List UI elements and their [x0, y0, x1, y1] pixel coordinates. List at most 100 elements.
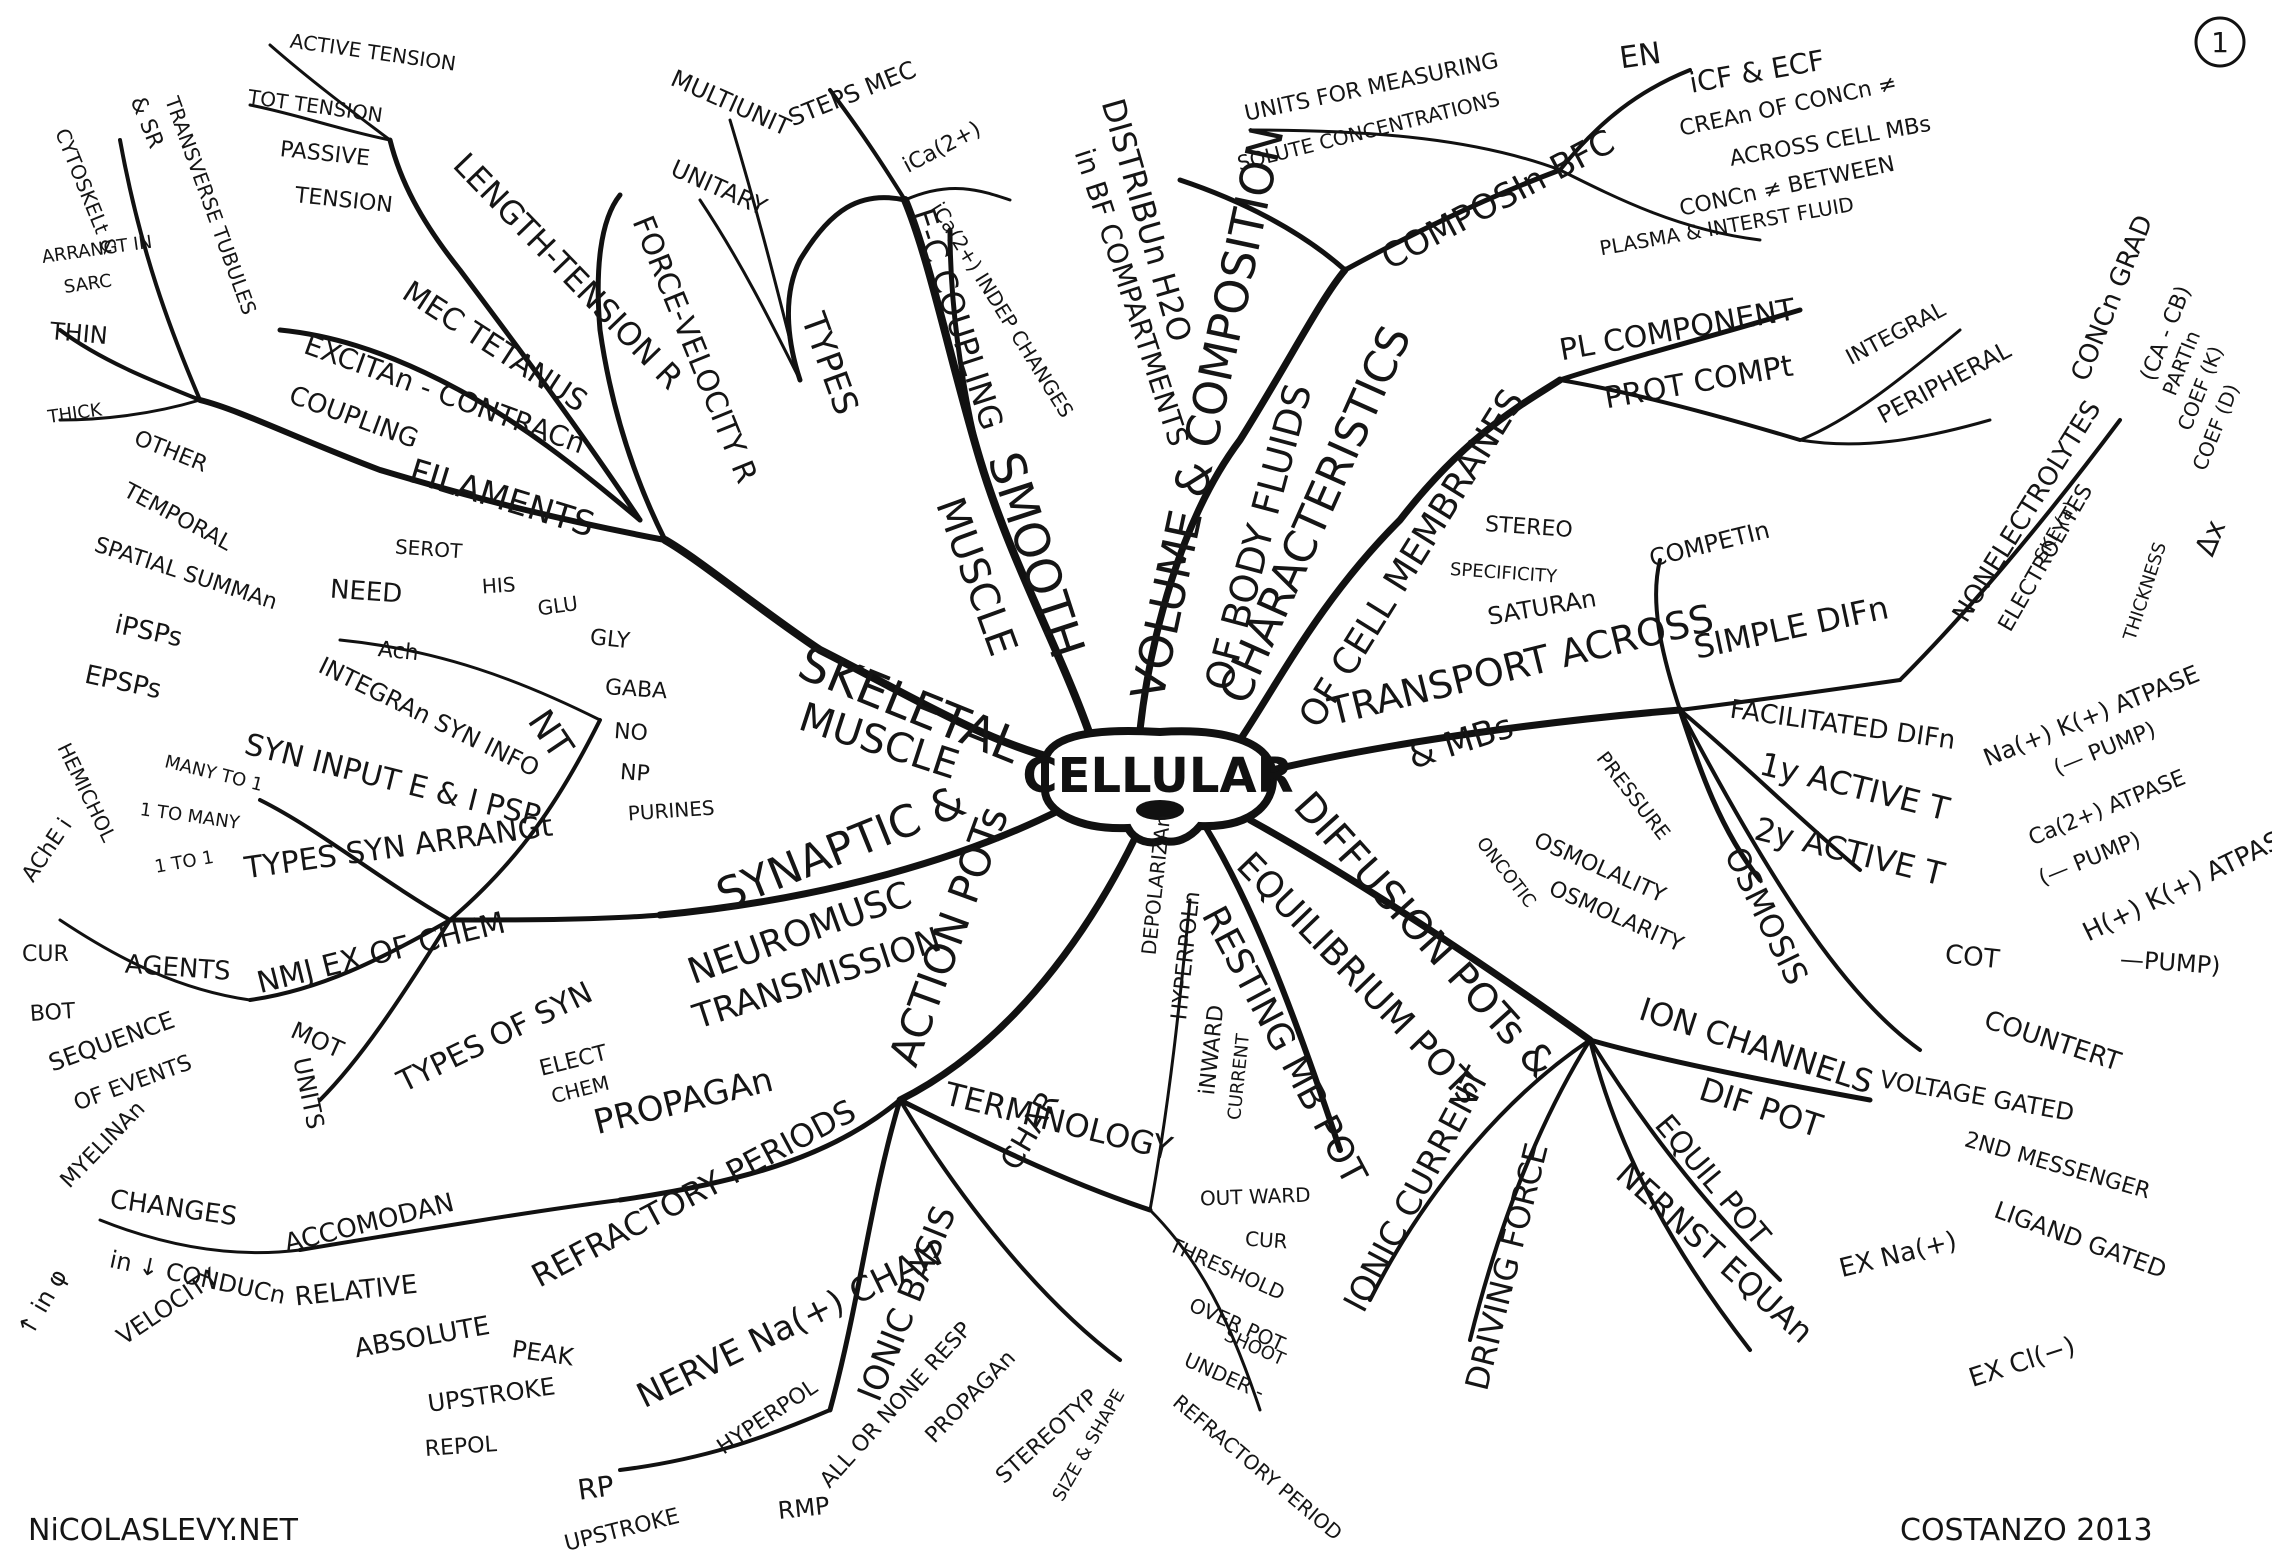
mind-map-branch	[1678, 678, 1902, 712]
label-spatial-summation: SPATIAL SUMMAn	[91, 533, 280, 616]
footer-website: NiCOLASLEVY.NET	[28, 1513, 299, 1548]
label-upstroke: UPSTROKE	[426, 1372, 557, 1418]
label-simple-diffusion: SIMPLE DIFn	[1691, 588, 1892, 666]
mind-map-branch	[947, 227, 983, 463]
page-number-circle	[2194, 16, 2246, 68]
mind-map-branch	[447, 912, 663, 923]
mind-map-branch	[896, 834, 1139, 1104]
mind-map-branch	[338, 638, 602, 722]
label-thickness: THICKNESS	[2119, 540, 2171, 644]
label-motor: MOT	[287, 1016, 348, 1064]
mind-map-branch	[1678, 708, 1862, 872]
label-stereo: STEREO	[1484, 512, 1573, 543]
label-glycine: GLY	[589, 625, 632, 654]
mind-map-branch	[1588, 1038, 1782, 1282]
label-integral: INTEGRAL	[1842, 297, 1951, 371]
mind-map-branch	[1898, 418, 2122, 682]
label-ache-inhibitors: AChE i	[17, 814, 77, 887]
label-outward-cur: CUR	[1244, 1227, 1288, 1254]
label-curare: CUR	[22, 942, 69, 967]
label-tension: TENSION	[293, 183, 394, 218]
label-serotonin: SEROT	[394, 535, 463, 564]
mind-map-branch	[1654, 558, 1682, 712]
label-en: EN	[1617, 36, 1663, 76]
mind-map-branch	[248, 103, 392, 142]
mind-map-branch	[698, 198, 802, 382]
label-hyperpol: HYPERPOL	[713, 1374, 823, 1460]
label-rp: RP	[575, 1469, 616, 1507]
label-one-to-one: 1 TO 1	[153, 847, 215, 878]
label-ica: iCa(2+)	[899, 117, 985, 179]
label-delta-x: Δx	[2188, 515, 2232, 560]
label-thick: THICK	[45, 399, 104, 428]
label-outward: OUT WARD	[1200, 1183, 1311, 1211]
mind-map-branch	[98, 1218, 302, 1255]
mind-map-branch	[448, 718, 602, 922]
label-glutamate: GLU	[536, 591, 579, 620]
mind-map-branch	[387, 137, 643, 523]
label-changes: CHANGES	[108, 1185, 239, 1233]
label-second-messenger: 2ND MESSENGER	[1962, 1128, 2153, 1205]
mind-map-branch	[728, 118, 802, 382]
label-nmj-example: NMJ EX OF CHEM	[254, 905, 509, 1001]
center-node-label: CELLULAR	[1022, 748, 1293, 804]
mind-map-branch	[618, 1408, 832, 1472]
mind-map-branch	[898, 1098, 1122, 1362]
mind-map-branch	[277, 327, 643, 523]
label-types: TYPES	[792, 307, 866, 420]
label-neuropeptides: NP	[619, 760, 650, 787]
mind-map-branch	[1588, 1038, 1752, 1352]
label-terminology: TERMINOLOGY	[940, 1074, 1176, 1168]
label-other: OTHER	[131, 426, 211, 478]
mind-map-branch	[58, 398, 202, 422]
mind-map-branch	[248, 918, 452, 1002]
label-relative: RELATIVE	[293, 1270, 419, 1313]
label-specificity: SPECIFICITY	[1449, 559, 1558, 587]
label-repol: REPOL	[424, 1432, 498, 1462]
label-competition: COMPETIn	[1646, 516, 1772, 573]
label-myelination: MYELINAn	[56, 1096, 151, 1193]
label-increase-phi: ↑ in φ	[12, 1264, 73, 1341]
mind-map-branches	[58, 43, 2122, 1472]
mind-map-branch	[1558, 378, 1802, 442]
label-accommodation: ACCOMODAN	[281, 1188, 457, 1259]
label-excess-cl: EX Cl(−)	[1965, 1331, 2079, 1394]
mind-map-branch	[903, 187, 1012, 202]
mind-map-branch	[1136, 266, 1349, 734]
mind-map-branch	[1557, 307, 1803, 383]
mind-map-branch	[897, 1097, 1153, 1213]
mind-map-branch	[1558, 168, 1762, 242]
center-nucleus	[1136, 800, 1184, 820]
label-refractory-period: REFRACTORY PERIOD	[1168, 1390, 1347, 1545]
mind-map-branch	[595, 192, 668, 543]
label-pump-3: —PUMP)	[2119, 945, 2221, 980]
mind-map-branch	[1587, 1037, 1873, 1103]
label-one-to-many: 1 TO MANY	[139, 799, 242, 834]
label-excess-na: EX Na(+)	[1836, 1226, 1960, 1284]
label-thin: THIN	[48, 317, 109, 350]
mind-map-branch	[1468, 1038, 1592, 1342]
label-propagation: PROPAGAn	[590, 1060, 777, 1143]
label-units: UNITS	[287, 1055, 329, 1132]
mind-map-branch	[318, 918, 452, 1102]
label-ion-channels: ION CHANNELS	[1635, 990, 1878, 1101]
mind-map-branch	[1342, 167, 1563, 273]
label-inward: iNWARD	[1195, 1004, 1229, 1097]
label-rmp: RMP	[776, 1492, 831, 1525]
mind-map-branch	[1798, 328, 1962, 442]
page-number: 1	[2211, 26, 2229, 59]
label-ipsps: iPSPs	[112, 610, 185, 654]
mind-map-branch	[1677, 707, 1763, 883]
center-node: CELLULAR	[1022, 726, 1294, 847]
label-current: CURRENT	[1224, 1032, 1254, 1121]
page-number-badge: 1	[2194, 16, 2246, 68]
label-ach: Ach	[377, 637, 420, 666]
label-cytoskelt: CYTOSKELt &	[50, 125, 122, 257]
label-ligand-gated: LIGAND GATED	[1991, 1196, 2171, 1284]
label-refractory-periods: REFRACTORY PERIODS	[525, 1092, 862, 1295]
label-cotransport: COT	[1943, 940, 2000, 976]
mind-map-branch	[617, 1097, 903, 1203]
label-multiunit: MULTIUNIT	[667, 64, 795, 142]
label-and-mbs: & MBs	[1403, 706, 1518, 777]
label-driving-force: DRIVING FORCE	[1458, 1139, 1556, 1394]
